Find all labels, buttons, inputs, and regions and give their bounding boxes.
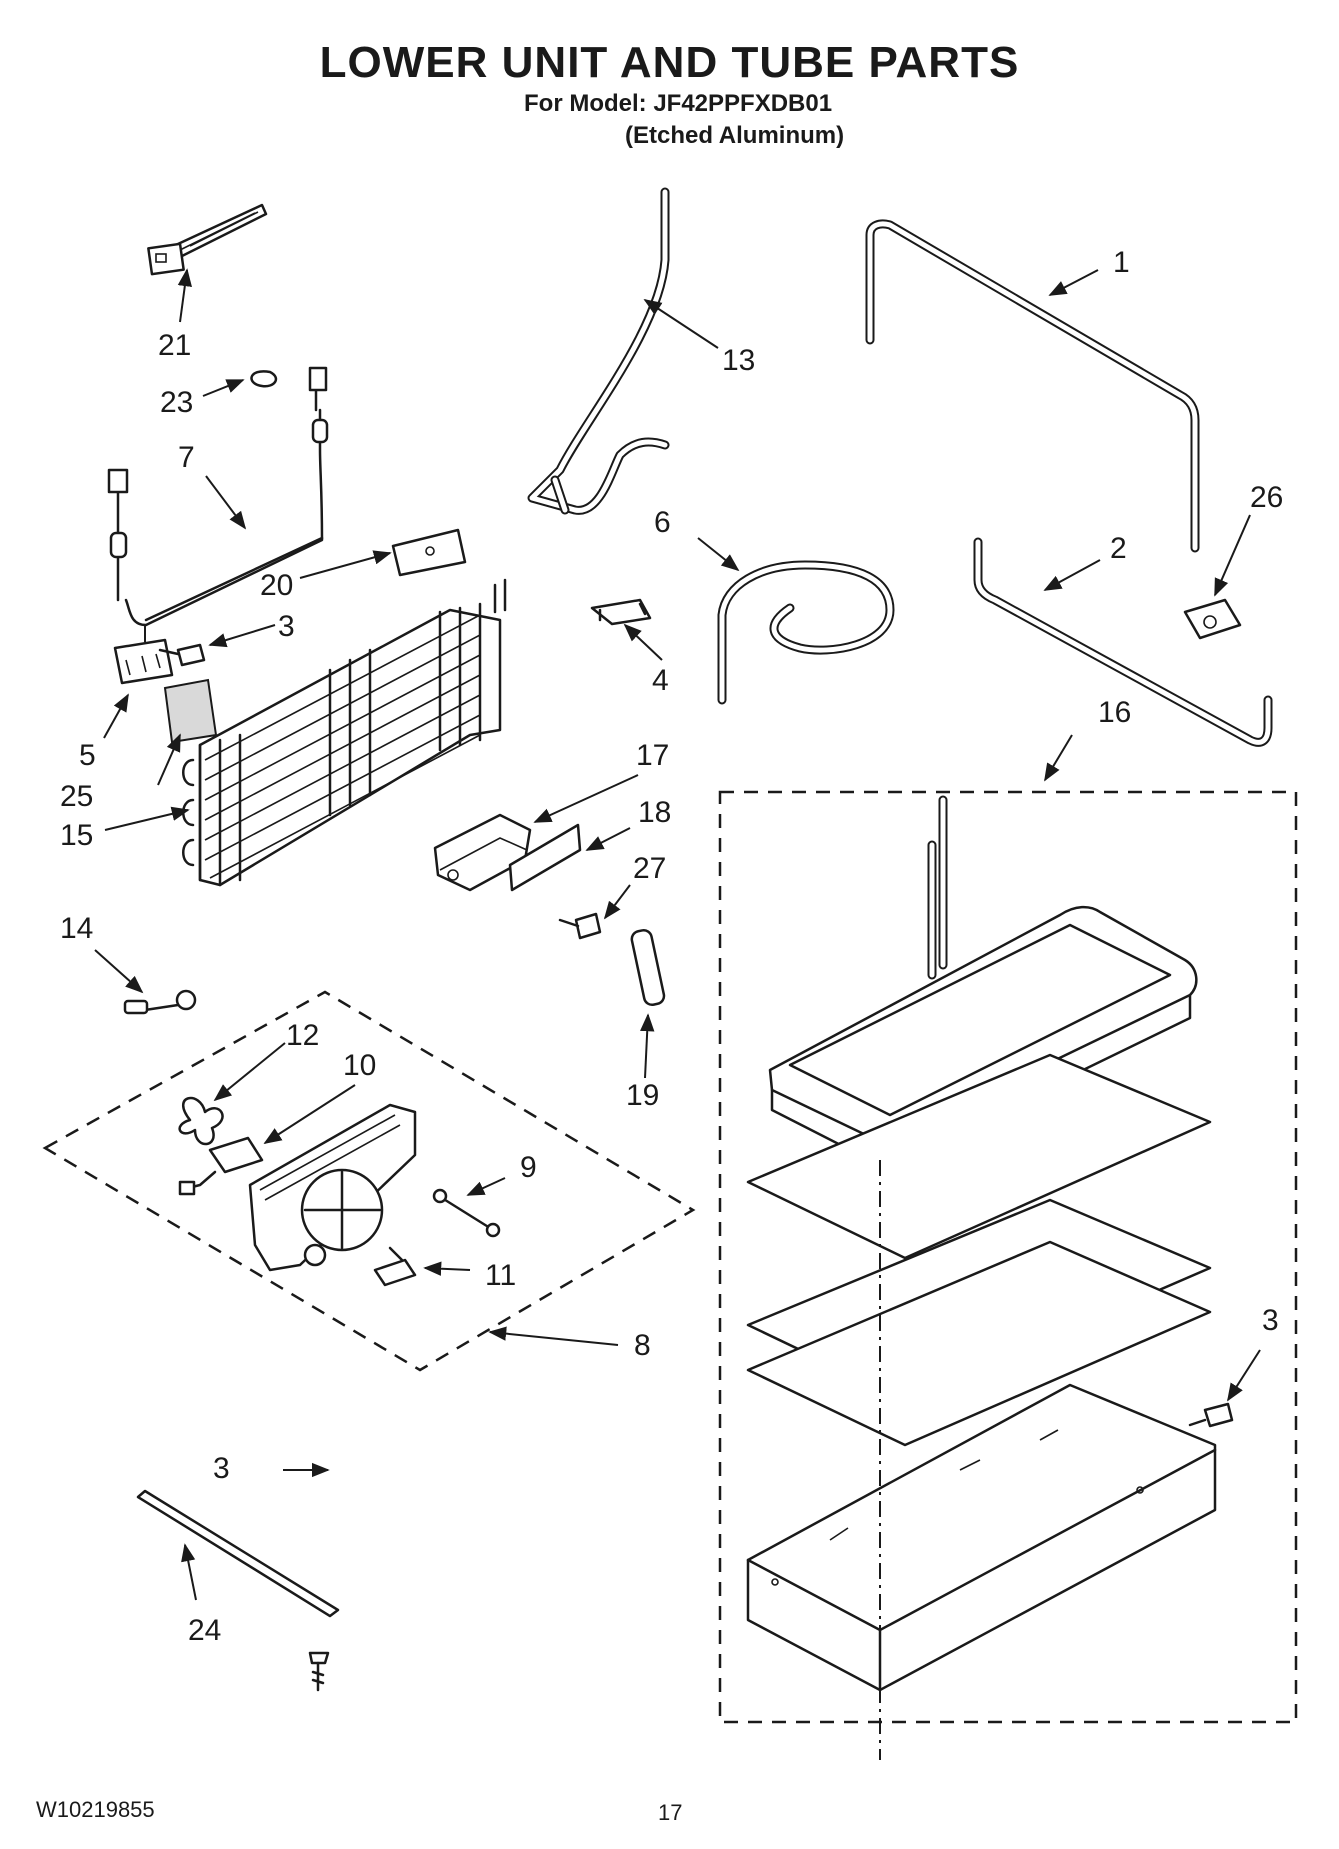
part-3-screw-upper[interactable]	[158, 643, 206, 667]
callout-labels: 1 2 3 3 3 4 5 6 7 8 9 10 11 12 13 14 15 …	[60, 246, 1283, 1647]
document-code: W10219855	[36, 1797, 155, 1822]
part-10-fan-motor[interactable]	[178, 1136, 264, 1196]
part-16-crisper-assembly[interactable]	[718, 790, 1298, 1760]
callout-12: 12	[286, 1019, 319, 1052]
callout-8: 8	[634, 1329, 651, 1362]
part-13-tube[interactable]	[527, 187, 670, 515]
part-26-clip[interactable]	[1183, 598, 1242, 640]
part-4-clip[interactable]	[590, 598, 652, 626]
part-12-fan-blade[interactable]	[178, 1096, 224, 1146]
callout-2: 2	[1110, 532, 1127, 565]
callout-7: 7	[178, 441, 195, 474]
part-25-pad[interactable]	[163, 678, 218, 744]
callout-10: 10	[343, 1049, 376, 1082]
part-24-trim[interactable]	[136, 1489, 340, 1618]
callout-18: 18	[638, 796, 671, 829]
page-number: 17	[658, 1800, 683, 1825]
part-18-plate[interactable]	[508, 823, 582, 892]
callout-6: 6	[654, 506, 671, 539]
leader-lines	[94, 268, 1261, 1601]
part-1-tube[interactable]	[865, 219, 1200, 553]
part-14-sensor[interactable]	[123, 989, 197, 1015]
callout-19: 19	[626, 1079, 659, 1112]
callout-15: 15	[60, 819, 93, 852]
part-15-evaporator[interactable]	[182, 578, 507, 887]
callout-3-right: 3	[1262, 1304, 1279, 1337]
callout-13: 13	[722, 344, 755, 377]
part-8-fan-assembly[interactable]	[42, 990, 696, 1372]
model-number: For Model: JF42PPFXDB01	[524, 90, 833, 117]
part-19-plug[interactable]	[630, 928, 666, 1007]
callout-14: 14	[60, 912, 93, 945]
callout-1: 1	[1113, 246, 1130, 279]
callout-9: 9	[520, 1151, 537, 1184]
callout-25: 25	[60, 780, 93, 813]
callout-21: 21	[158, 329, 191, 362]
callout-3-lower: 3	[213, 1452, 230, 1485]
part-11-bracket[interactable]	[373, 1246, 417, 1287]
callout-17: 17	[636, 739, 669, 772]
part-3-screw-right[interactable]	[1188, 1402, 1234, 1428]
part-5-bracket[interactable]	[113, 638, 174, 685]
callout-4: 4	[652, 664, 669, 697]
part-20-pad[interactable]	[391, 528, 467, 577]
callout-26: 26	[1250, 481, 1283, 514]
part-2-tube[interactable]	[973, 537, 1273, 747]
part-6-tube-coil[interactable]	[717, 560, 895, 705]
part-3-screw-lower[interactable]	[308, 1651, 330, 1692]
callout-27: 27	[633, 852, 666, 885]
part-23-clip[interactable]	[250, 370, 278, 388]
callout-11: 11	[485, 1259, 516, 1292]
callout-5: 5	[79, 739, 96, 772]
callout-16: 16	[1098, 696, 1131, 729]
callout-23: 23	[160, 386, 193, 419]
part-27-screw[interactable]	[558, 912, 602, 940]
callout-20: 20	[260, 569, 293, 602]
part-7-wire-harness[interactable]	[107, 366, 329, 660]
part-21-cable-tie[interactable]	[147, 203, 268, 276]
callout-24: 24	[188, 1614, 221, 1647]
finish-description: (Etched Aluminum)	[625, 122, 845, 149]
callout-3-upper: 3	[278, 610, 295, 643]
page-title: LOWER UNIT AND TUBE PARTS	[319, 38, 1020, 87]
part-9-strap[interactable]	[432, 1188, 501, 1238]
